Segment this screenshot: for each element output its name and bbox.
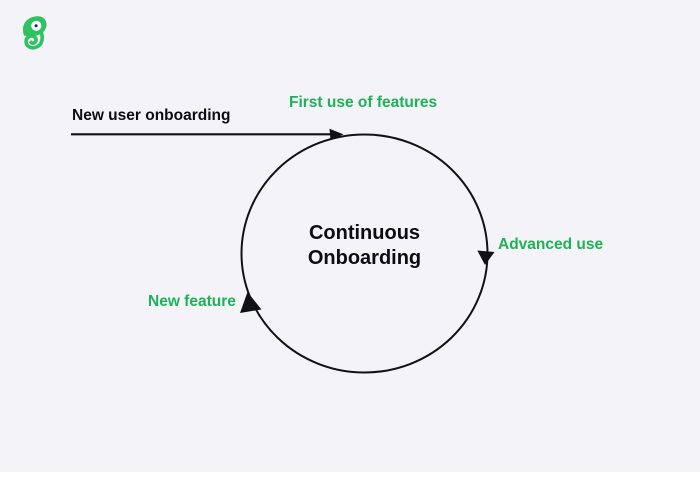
label-new-feature: New feature <box>148 293 236 310</box>
new-feature-arrowhead-icon <box>240 292 262 313</box>
logo-tail-spiral <box>24 30 44 50</box>
label-first-use-of-features: First use of features <box>289 94 438 111</box>
label-advanced-use: Advanced use <box>498 236 604 253</box>
chameleon-logo[interactable] <box>21 16 48 50</box>
entry-arrowhead-icon <box>329 128 344 141</box>
label-new-user-onboarding: New user onboarding <box>72 107 231 124</box>
chameleon-logo-icon <box>22 16 47 50</box>
logo-pupil <box>34 24 38 28</box>
cycle-center-label: Continuous Onboarding <box>307 222 422 269</box>
bottom-white-bar <box>0 472 700 477</box>
advanced-use-arrowhead-icon <box>477 250 495 265</box>
